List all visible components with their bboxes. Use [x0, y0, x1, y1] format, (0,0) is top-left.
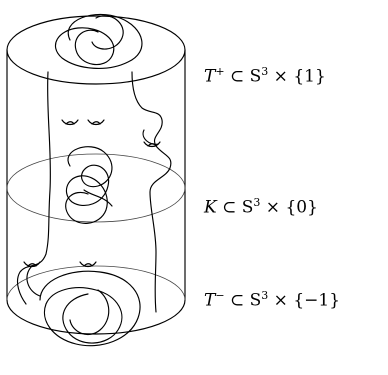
- top-link: [55, 13, 143, 69]
- bottom-cap-front: [6, 299, 186, 335]
- label-bottom-exp: 3: [261, 289, 269, 302]
- label-middle-tail: × {0}: [260, 197, 318, 218]
- cylinder: [6, 15, 186, 335]
- middle-slice-ellipse: [6, 153, 186, 223]
- label-bottom-sup: −: [215, 289, 225, 302]
- top-cap-ellipse: [6, 15, 186, 85]
- label-middle-rest: ⊂ S: [216, 197, 254, 218]
- bottom-cap-back: [6, 265, 186, 301]
- label-top-var: T: [204, 66, 216, 87]
- label-top-exp: 3: [261, 65, 269, 78]
- label-bottom-tail: × {−1}: [268, 290, 341, 311]
- handle-marks: [23, 119, 161, 268]
- cobordism-tube: [16, 71, 172, 313]
- middle-knot: [65, 146, 113, 224]
- label-top-sup: +: [215, 65, 225, 78]
- label-bottom-var: T: [204, 290, 216, 311]
- label-middle-var: K: [204, 197, 217, 218]
- bottom-link: [39, 270, 141, 347]
- label-middle-knot: K ⊂ S3 × {0}: [204, 196, 318, 218]
- label-bottom-rest: ⊂ S: [224, 290, 262, 311]
- label-top-tail: × {1}: [268, 66, 326, 87]
- label-bottom-surface: T− ⊂ S3 × {−1}: [204, 289, 340, 311]
- label-top-rest: ⊂ S: [224, 66, 262, 87]
- label-top-surface: T+ ⊂ S3 × {1}: [204, 65, 326, 87]
- label-middle-exp: 3: [253, 196, 261, 209]
